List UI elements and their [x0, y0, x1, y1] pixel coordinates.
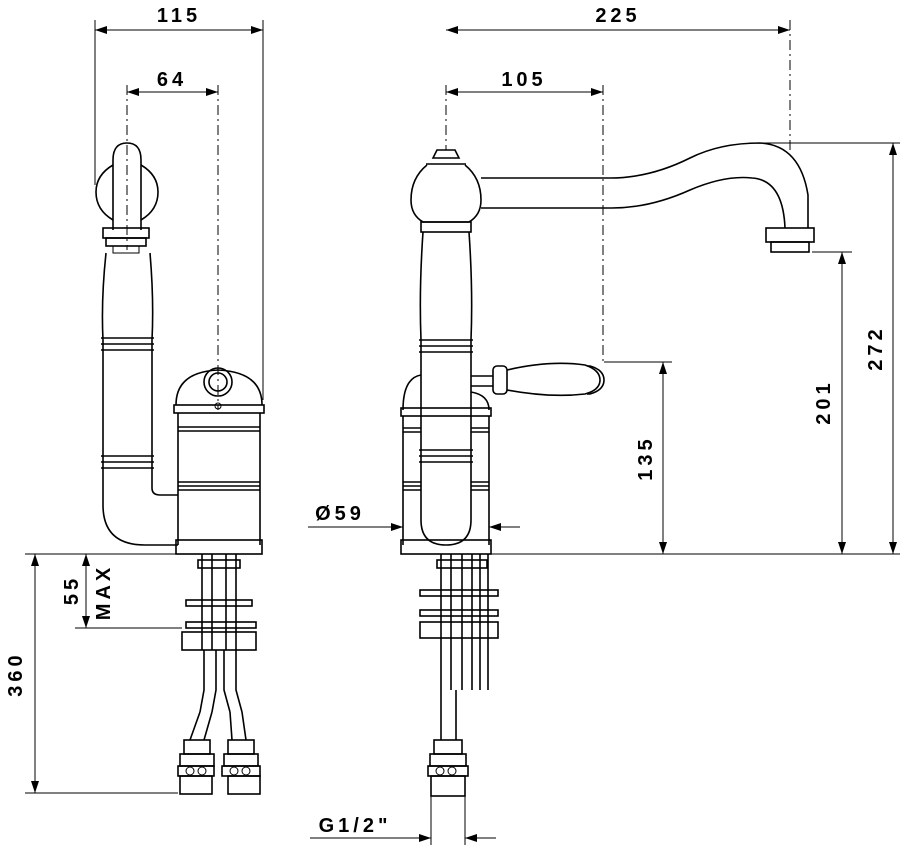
front-view: [400, 20, 815, 797]
dim-115-label: 115: [157, 5, 201, 27]
dim-201-label: 201: [813, 379, 835, 424]
dim-105-label: 105: [501, 69, 546, 91]
dim-225-label: 225: [595, 5, 640, 27]
dim-64-label: 64: [157, 69, 187, 91]
front-dimensions: 225 105 272 201 135 Ø59: [308, 5, 900, 845]
dim-55-label: 55: [61, 575, 83, 605]
side-dimensions: 115 64 360 55 MAX: [5, 5, 264, 794]
dim-connection-label: G1/2": [319, 815, 392, 837]
side-view: [95, 85, 265, 795]
dim-diameter-label: Ø59: [315, 503, 365, 525]
dim-272-label: 272: [865, 325, 887, 370]
dim-360-label: 360: [5, 651, 27, 696]
dim-135-label: 135: [635, 435, 657, 480]
dim-max-label: MAX: [93, 564, 115, 620]
